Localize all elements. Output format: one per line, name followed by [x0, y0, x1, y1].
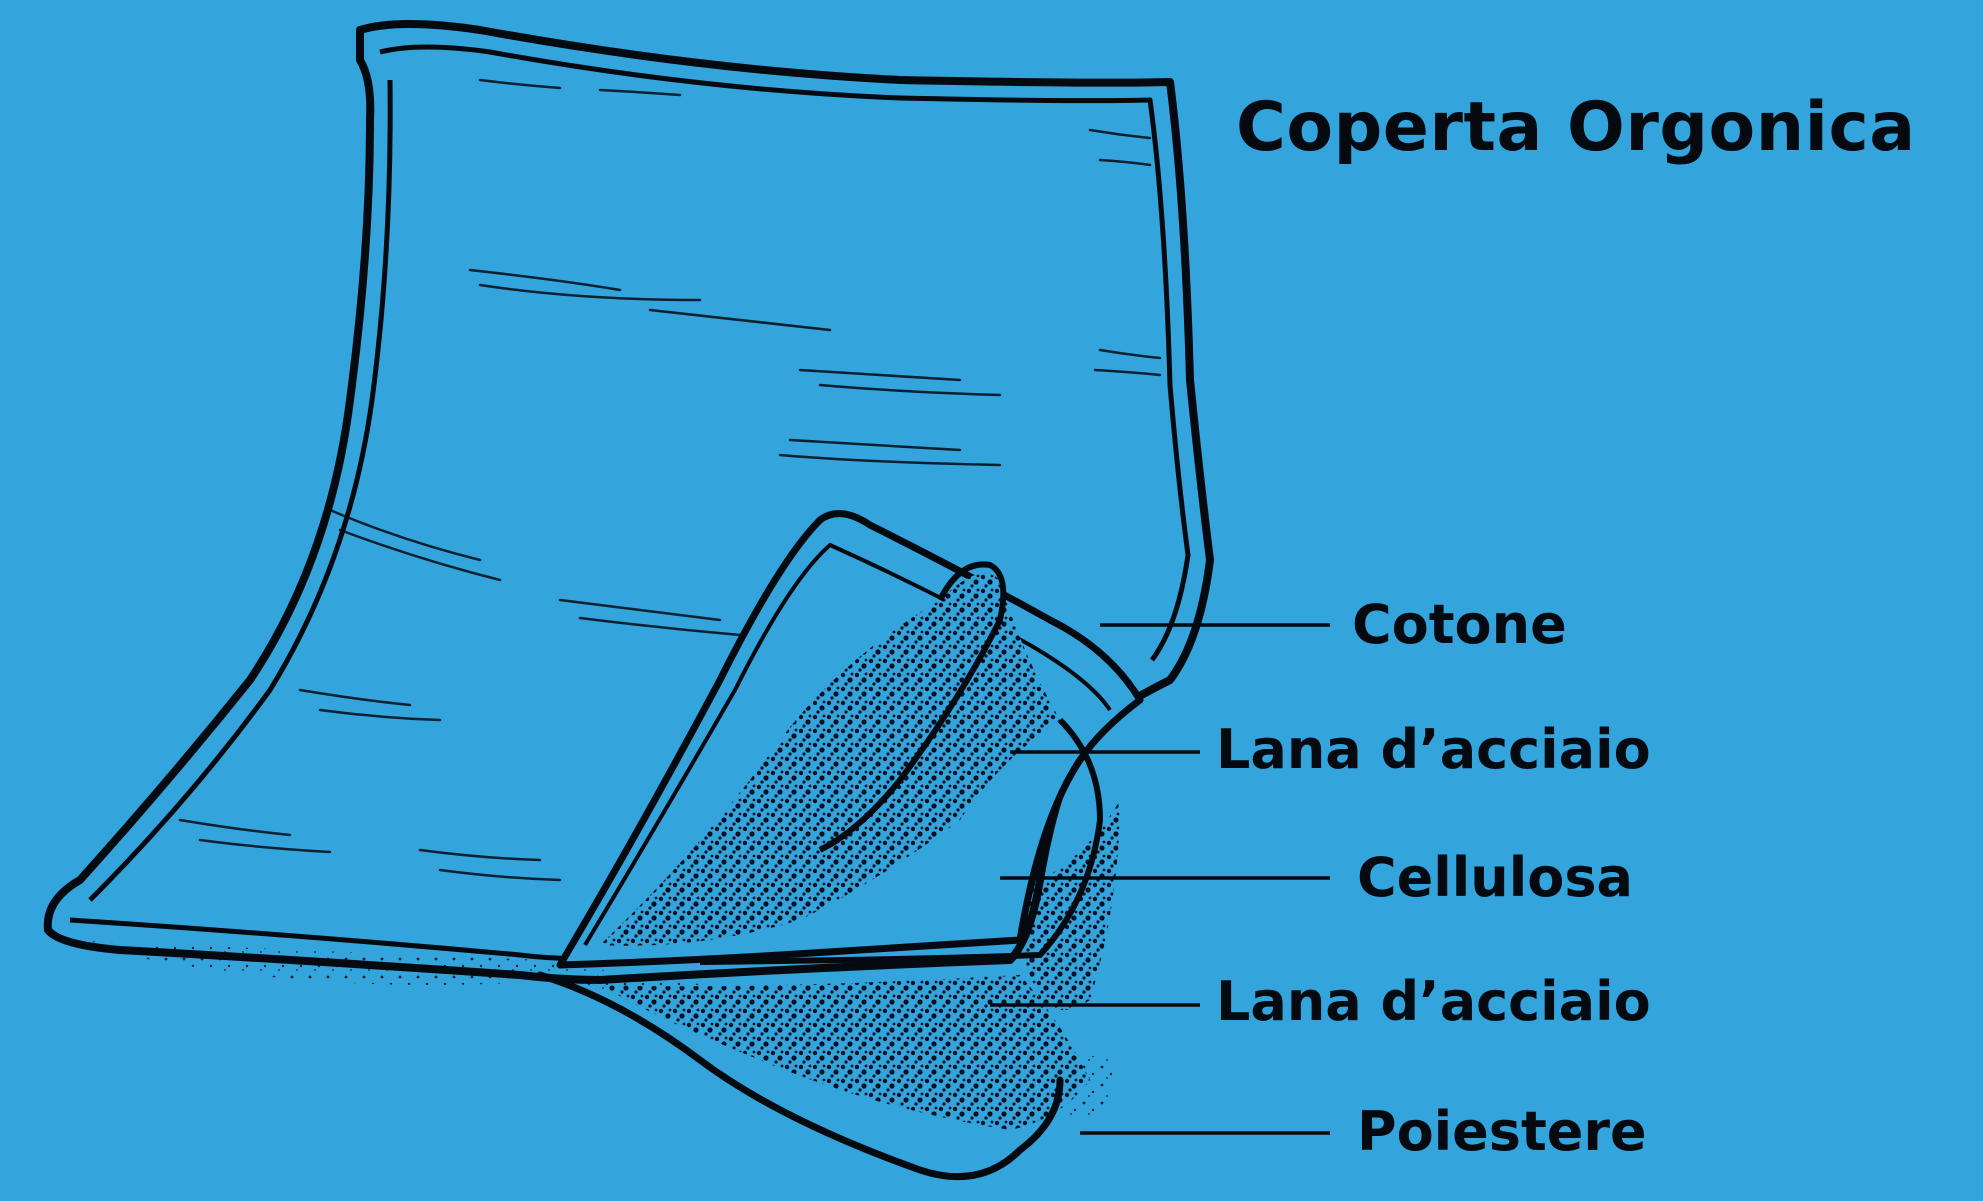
layer-label-steel-wool-lower: Lana d’acciaio	[1216, 970, 1651, 1033]
layer-label-steel-wool-upper: Lana d’acciaio	[1216, 718, 1651, 781]
layer-label-cotton: Cotone	[1352, 593, 1567, 656]
layer-label-cellulose: Cellulosa	[1357, 846, 1633, 909]
diagram-title: Coperta Orgonica	[1236, 88, 1916, 167]
layer-label-polyester: Poiestere	[1357, 1100, 1647, 1163]
bottom-wool-layer	[600, 975, 1090, 1130]
